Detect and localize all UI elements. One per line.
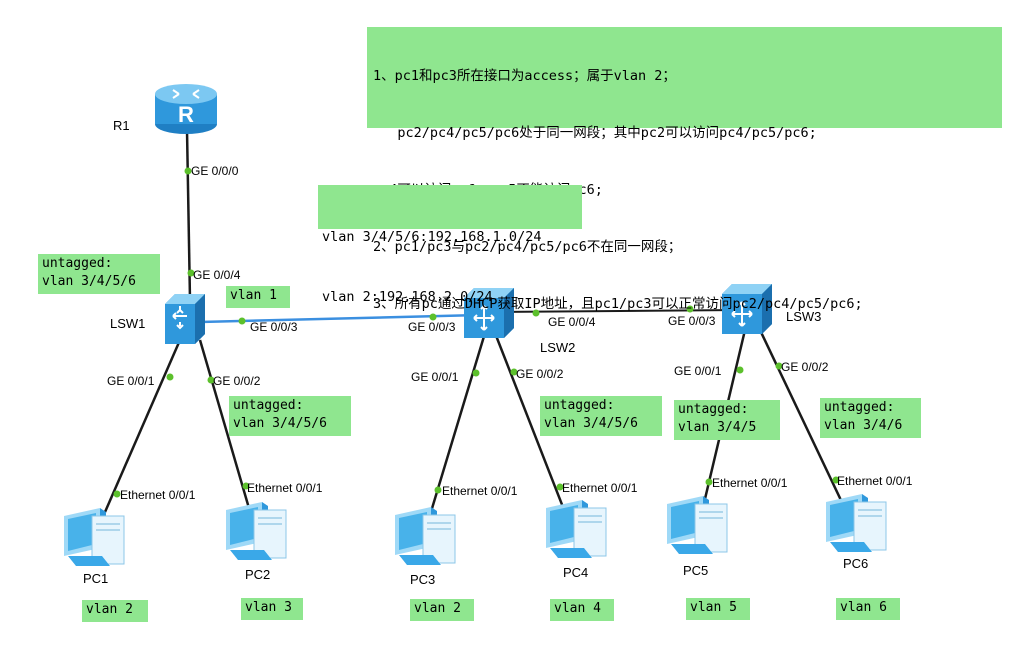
pc-icon[interactable] [63, 507, 125, 567]
port-label: GE 0/0/4 [193, 268, 241, 282]
device-label-r1: R1 [113, 118, 130, 133]
pc4-vlan-badge: vlan 4 [550, 599, 614, 621]
pc-icon[interactable] [825, 493, 887, 553]
port-label: GE 0/0/3 [408, 320, 456, 334]
link-lsw1-pc2 [198, 339, 255, 523]
tag-note-lsw3-g002: untagged: vlan 3/4/6 [820, 398, 921, 438]
switch-icon[interactable] [165, 294, 205, 344]
pc-icon[interactable] [666, 495, 728, 555]
port-label: GE 0/0/1 [411, 370, 459, 384]
pc5-vlan-badge: vlan 5 [686, 598, 750, 620]
port-label: Ethernet 0/0/1 [837, 474, 913, 488]
port-label: GE 0/0/0 [191, 164, 239, 178]
pc3-vlan-badge: vlan 2 [410, 599, 474, 621]
pc2-vlan-badge: vlan 3 [241, 598, 303, 620]
link-lsw2-lsw3 [499, 309, 741, 313]
tag-note-lsw2-g002: untagged: vlan 3/4/5/6 [540, 396, 662, 436]
device-label-lsw1: LSW1 [110, 316, 146, 331]
switch-icon[interactable] [722, 284, 772, 334]
subnet-note: vlan 3/4/5/6:192.168.1.0/24 vlan 2:192.1… [318, 185, 582, 305]
link-lsw2-pc4 [493, 332, 570, 521]
device-label-pc5: PC5 [683, 563, 709, 578]
device-label-pc6: PC6 [843, 556, 869, 571]
svg-text:R: R [178, 102, 194, 127]
link-lsw1-pc1 [93, 339, 182, 536]
port-label: GE 0/0/1 [107, 374, 155, 388]
pc-icon[interactable] [394, 506, 456, 566]
port-label: GE 0/0/3 [668, 314, 716, 328]
device-label-pc1: PC1 [83, 571, 109, 586]
port-label: GE 0/0/3 [250, 320, 298, 334]
tag-note-lsw1-g002: untagged: vlan 3/4/5/6 [229, 396, 351, 436]
tag-note-lsw1-trunk: vlan 1 [226, 286, 290, 308]
port-label: Ethernet 0/0/1 [120, 488, 196, 502]
router-icon[interactable]: R [155, 84, 217, 134]
requirement-line: 2、pc1/pc3与pc2/pc4/pc5/pc6不在同一网段； [373, 239, 682, 255]
device-label-pc4: PC4 [563, 565, 589, 580]
port-label: GE 0/0/2 [781, 360, 829, 374]
port-label: Ethernet 0/0/1 [442, 484, 518, 498]
requirement-line: 3、所有pc通过DHCP获取IP地址，且pc1/pc3可以正常访问pc2/pc4… [373, 296, 863, 312]
link-lsw3-pc6 [758, 329, 850, 516]
port-label: Ethernet 0/0/1 [247, 481, 323, 495]
device-label-lsw2: LSW2 [540, 340, 576, 355]
port-dots [113, 167, 840, 498]
tag-note-lsw1-uplink: untagged: vlan 3/4/5/6 [38, 254, 160, 294]
device-label-lsw3: LSW3 [786, 309, 822, 324]
pc1-vlan-badge: vlan 2 [82, 600, 148, 622]
pc6-vlan-badge: vlan 6 [836, 598, 900, 620]
port-label: GE 0/0/4 [548, 315, 596, 329]
port-label: Ethernet 0/0/1 [562, 481, 638, 495]
tag-note-lsw3-g001: untagged: vlan 3/4/5 [674, 400, 780, 440]
subnet-line: vlan 3/4/5/6:192.168.1.0/24 [322, 229, 542, 245]
requirement-line: pc2/pc4/pc5/pc6处于同一网段；其中pc2可以访问pc4/pc5/p… [373, 125, 817, 141]
pc-icon[interactable] [545, 499, 607, 559]
port-label: GE 0/0/2 [213, 374, 261, 388]
requirement-line: 1、pc1和pc3所在接口为access；属于vlan 2； [373, 68, 676, 84]
switch-icon[interactable] [464, 288, 514, 338]
port-label: GE 0/0/1 [674, 364, 722, 378]
device-label-pc2: PC2 [245, 567, 271, 582]
device-label-pc3: PC3 [410, 572, 436, 587]
requirements-note: 1、pc1和pc3所在接口为access；属于vlan 2； pc2/pc4/p… [367, 27, 1002, 312]
pc-icon[interactable] [225, 501, 287, 561]
port-label: GE 0/0/2 [516, 367, 564, 381]
subnet-line: vlan 2:192.168.2.0/24 [322, 289, 493, 305]
port-label: Ethernet 0/0/1 [712, 476, 788, 490]
